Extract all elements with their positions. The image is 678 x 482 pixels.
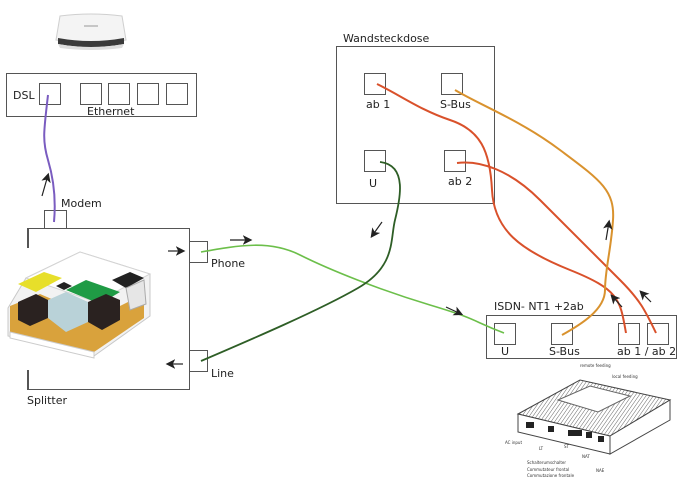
remote-feeding-label: remote feeding	[580, 363, 611, 368]
ntba-u-arrow	[445, 306, 464, 316]
line-label: Line	[211, 367, 234, 380]
dsl-port[interactable]	[39, 83, 61, 105]
sbus-direction-arrow	[603, 219, 613, 241]
wall-ab2-port[interactable]	[444, 150, 466, 172]
wall-u-label: U	[369, 177, 378, 190]
splitter-left-edge-bottom	[27, 370, 29, 390]
ntba-ab-label: ab 1 / ab 2	[617, 345, 677, 358]
modem-label: Modem	[61, 197, 102, 210]
wall-sbus-port[interactable]	[441, 73, 463, 95]
dsl-cable	[43, 94, 56, 223]
wall-socket-label: Wandsteckdose	[343, 32, 430, 45]
ntba-image	[510, 370, 678, 460]
ab1-cable	[376, 83, 627, 334]
wall-ab1-port[interactable]	[364, 73, 386, 95]
nae-label: NAE	[596, 468, 605, 473]
wall-sbus-label: S-Bus	[440, 98, 471, 111]
splitter-left-edge-top	[27, 228, 29, 248]
ab2-direction-arrow	[639, 290, 652, 303]
ntba-sbus-label: S-Bus	[549, 345, 580, 358]
ab1-direction-arrow	[610, 294, 623, 308]
splitter-image	[4, 248, 154, 360]
line-from-wall-arrow	[370, 221, 383, 238]
ethernet-port-4[interactable]	[166, 83, 188, 105]
ntba-box	[486, 315, 677, 359]
line-port[interactable]	[189, 350, 208, 372]
splitter-box	[27, 228, 190, 390]
wall-socket-box	[336, 46, 495, 204]
dsl-direction-arrow	[41, 172, 51, 197]
ac-input-label: AC input	[505, 440, 523, 445]
ethernet-port-1[interactable]	[80, 83, 102, 105]
switch-fr-label: Commutateur frontal	[527, 467, 570, 472]
ethernet-port-3[interactable]	[137, 83, 159, 105]
router-image	[52, 12, 130, 52]
dsl-label: DSL	[13, 89, 35, 102]
wall-ab2-label: ab 2	[448, 175, 473, 188]
sbus-cable	[454, 89, 615, 336]
ethernet-port-2[interactable]	[108, 83, 130, 105]
st-label: ST	[564, 444, 569, 449]
router-panel	[6, 73, 197, 117]
splitter-label: Splitter	[27, 394, 67, 407]
ab2-cable	[456, 161, 657, 334]
switch-de-label: Schalterumschalter	[527, 460, 566, 465]
phone-cable	[200, 244, 505, 334]
nat-label: NAT	[582, 454, 590, 459]
local-feeding-label: local feeding	[612, 374, 638, 379]
phone-label: Phone	[211, 257, 246, 270]
ntba-label: ISDN- NT1 +2ab	[494, 300, 584, 313]
line-cable	[200, 161, 401, 362]
wall-ab1-label: ab 1	[366, 98, 391, 111]
switch-it-label: Commutazione frontale	[527, 473, 575, 478]
ntba-ab2-port[interactable]	[647, 323, 669, 345]
lt-label: LT	[539, 446, 544, 451]
phone-port[interactable]	[189, 241, 208, 263]
wall-u-port[interactable]	[364, 150, 386, 172]
ntba-u-label: U	[501, 345, 510, 358]
ethernet-label: Ethernet	[87, 105, 135, 118]
ntba-u-port[interactable]	[494, 323, 516, 345]
ntba-ab1-port[interactable]	[618, 323, 640, 345]
